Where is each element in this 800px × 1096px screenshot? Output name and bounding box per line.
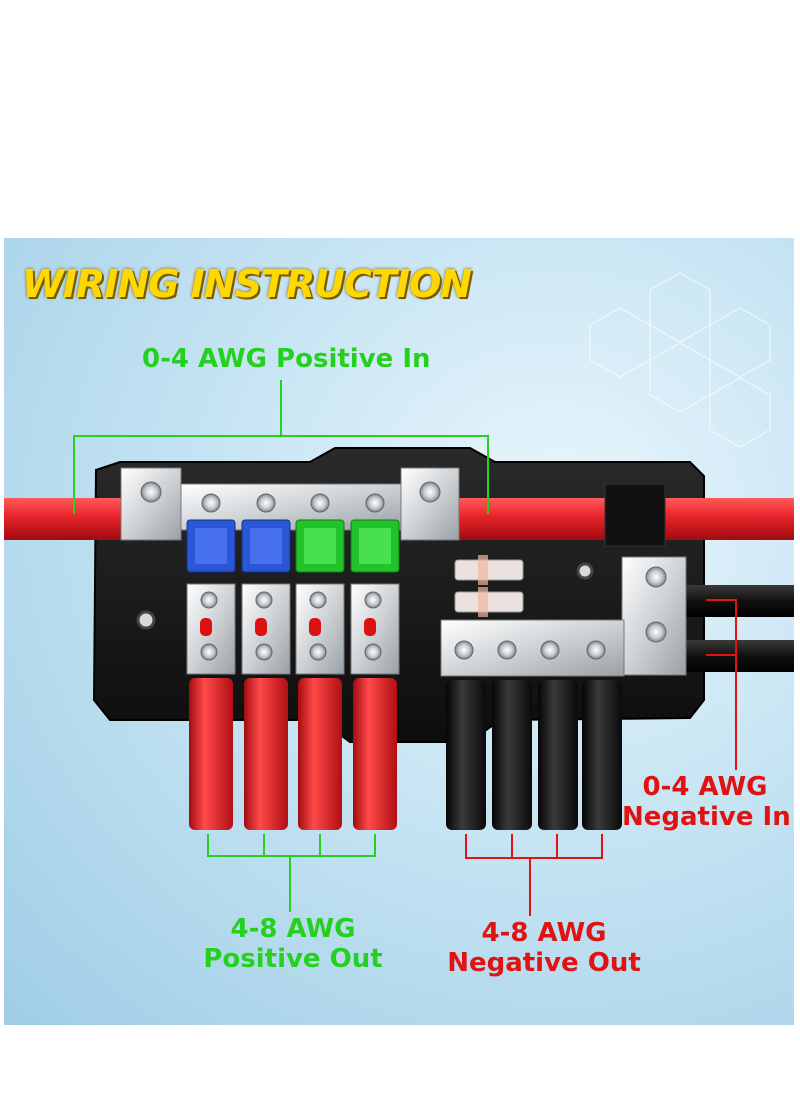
positive-input-cable-left xyxy=(60,498,124,540)
label-positive-in: 0-4 AWG Positive In xyxy=(142,344,431,374)
input-terminal-left xyxy=(120,467,182,541)
input-terminal-right xyxy=(400,467,460,541)
positive-output-cables xyxy=(189,678,397,830)
screw-icon xyxy=(586,640,606,660)
fuse-2 xyxy=(241,493,291,675)
cable-clamp xyxy=(604,483,666,547)
screw-icon xyxy=(454,640,474,660)
label-negative-out-gauge: 4-8 AWG xyxy=(481,918,607,948)
label-positive-out: 4-8 AWG Positive Out xyxy=(200,914,386,974)
hexagon-pattern xyxy=(589,272,771,448)
callout-negative-out xyxy=(465,834,603,916)
screw-icon xyxy=(497,640,517,660)
page-title: WIRING INSTRUCTION xyxy=(22,262,472,306)
fuse-4 xyxy=(350,493,400,675)
label-negative-in: 0-4 AWG Negative In xyxy=(622,772,791,832)
negative-output-cables xyxy=(446,680,622,830)
mount-hole-right xyxy=(576,562,594,580)
screw-icon xyxy=(645,621,667,643)
fuse-1 xyxy=(186,493,236,675)
label-negative-in-text: Negative In xyxy=(622,802,791,832)
screw-icon xyxy=(540,640,560,660)
callout-positive-in xyxy=(73,380,489,514)
label-negative-in-gauge: 0-4 AWG xyxy=(642,772,768,802)
label-positive-out-text: Positive Out xyxy=(203,944,383,974)
callout-negative-in xyxy=(706,599,737,770)
callout-positive-out xyxy=(207,834,376,912)
screw-icon xyxy=(140,481,162,503)
label-negative-out: 4-8 AWG Negative Out xyxy=(446,918,642,978)
fuse-3 xyxy=(295,493,345,675)
spare-fuses xyxy=(454,555,524,617)
screw-icon xyxy=(419,481,441,503)
mount-hole-left xyxy=(136,610,156,630)
label-negative-out-text: Negative Out xyxy=(447,948,641,978)
label-positive-out-gauge: 4-8 AWG xyxy=(230,914,356,944)
screw-icon xyxy=(645,566,667,588)
